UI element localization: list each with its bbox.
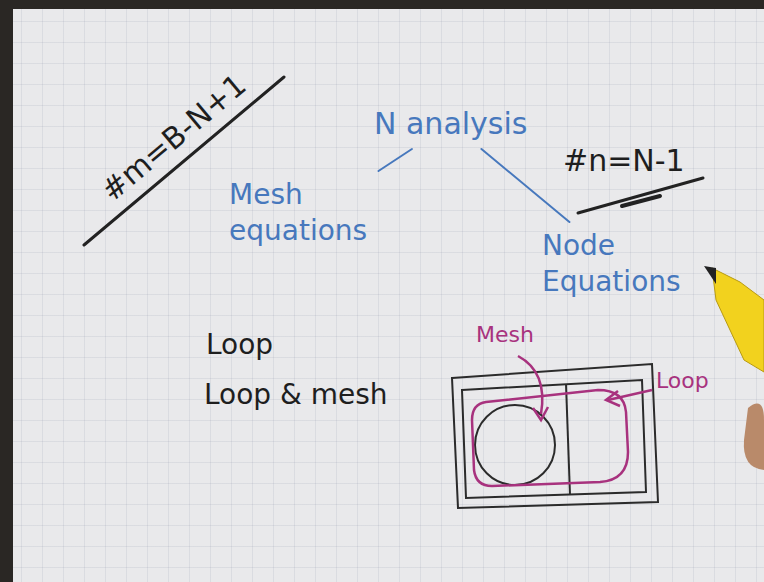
- tree-connector: [378, 149, 411, 171]
- marker-tip: [704, 266, 716, 284]
- topic-node: N analysis: [370, 102, 531, 145]
- node-text: N analysis: [374, 104, 527, 143]
- marker-pen: [712, 268, 764, 372]
- leader-line: [518, 356, 542, 414]
- topic-node: Node Equations: [538, 226, 703, 303]
- board-edge: [0, 0, 13, 582]
- hand: [744, 404, 764, 470]
- tree-connector: [481, 149, 569, 222]
- mesh-circle: [475, 405, 555, 485]
- node-text: Node Equations: [542, 228, 699, 301]
- loop-path: [472, 390, 628, 486]
- leader-arrowhead: [606, 391, 620, 406]
- board-edge: [0, 0, 764, 9]
- leader-arrowhead: [533, 407, 548, 420]
- outer-frame: [452, 364, 658, 508]
- node-text: Mesh equations: [229, 177, 399, 250]
- annotation-text: #n=N-1: [563, 143, 685, 179]
- topic-node: Mesh equations: [225, 175, 403, 252]
- middle-branch: [566, 384, 570, 495]
- underline: [578, 178, 703, 213]
- circuit-drawing: [452, 364, 658, 508]
- underline: [622, 196, 660, 206]
- annotation-text: Loop: [656, 368, 709, 394]
- annotation-text: Loop & mesh: [204, 378, 388, 412]
- annotation-text: Mesh: [476, 322, 534, 348]
- annotation-text: Loop: [206, 328, 273, 362]
